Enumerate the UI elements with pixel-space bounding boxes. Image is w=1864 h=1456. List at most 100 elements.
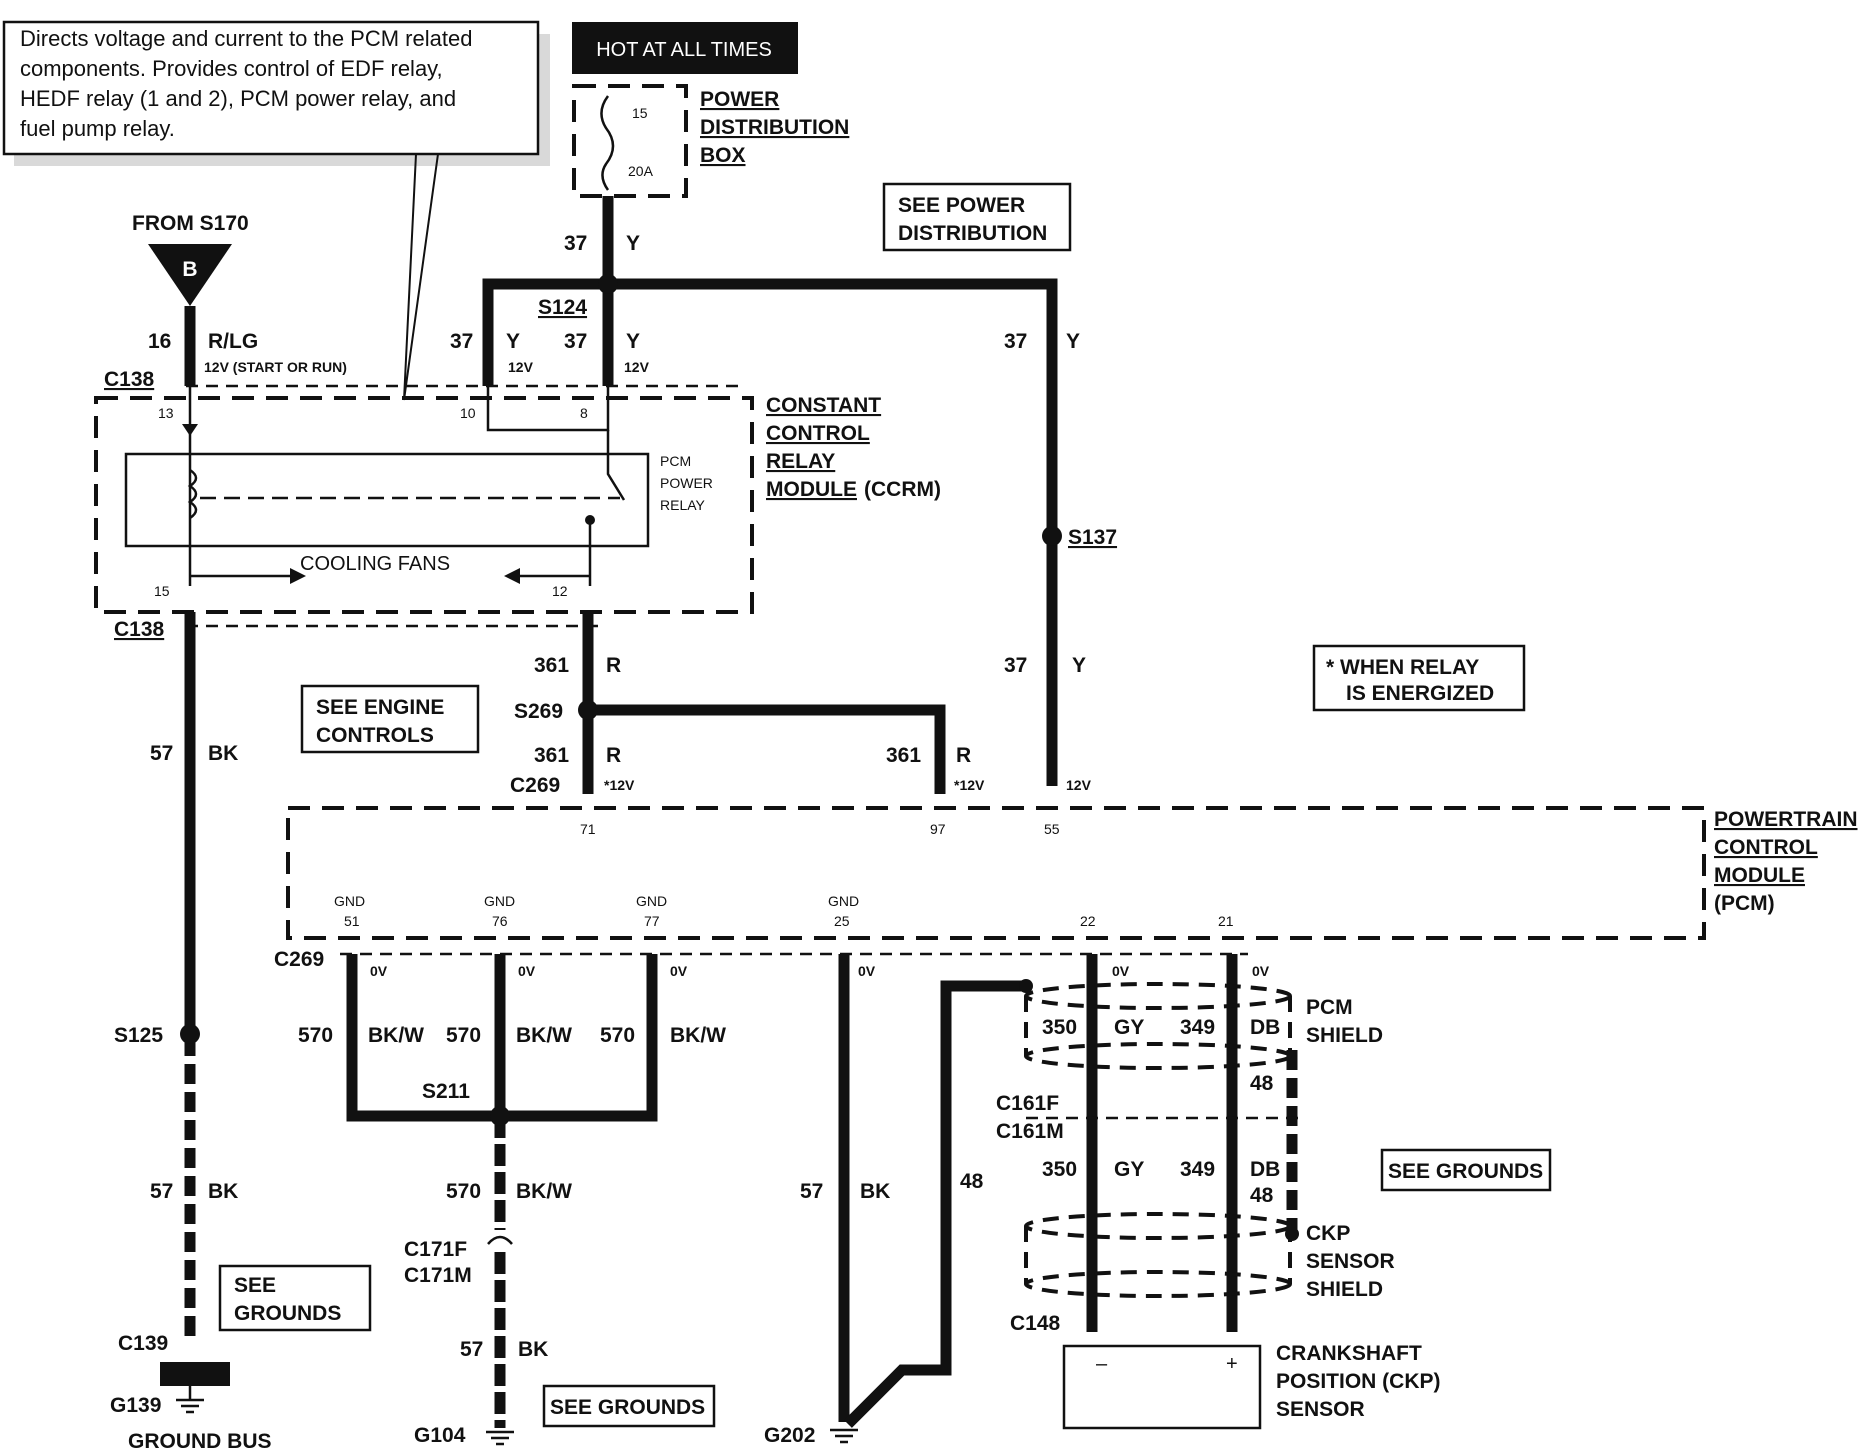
splice-s124-label: S124 — [538, 296, 587, 319]
callout-line-4: fuel pump relay. — [20, 116, 175, 141]
wire-349-label-1: 349 — [1180, 1016, 1215, 1039]
wire-48-label-1: 48 — [960, 1170, 984, 1193]
voltage-start-run: 12V (START OR RUN) — [204, 359, 347, 375]
ccrm-pin8: 8 — [580, 405, 588, 421]
fuse-icon — [600, 95, 615, 191]
cooling-fans-arrowhead-left — [504, 568, 520, 584]
splice-s137-label: S137 — [1068, 526, 1117, 549]
wire-37-label-pin10: 37 — [450, 330, 473, 353]
wire-bk-label-3: BK — [518, 1338, 548, 1361]
see-grounds-box-right — [1380, 1148, 1552, 1192]
wire-bkw-label-1: BK/W — [368, 1024, 424, 1047]
callout-line-2: components. Provides control of EDF rela… — [20, 56, 443, 81]
ground-g202-label: G202 — [764, 1424, 815, 1447]
callout-line-3: HEDF relay (1 and 2), PCM power relay, a… — [20, 86, 456, 111]
wire-361-label-1: 361 — [534, 654, 569, 677]
splice-s211 — [490, 1106, 510, 1126]
see-engine-controls-line2: CONTROLS — [316, 724, 434, 747]
wire-bkw-label-2: BK/W — [516, 1024, 572, 1047]
see-grounds-box-middle — [542, 1384, 716, 1428]
see-power-distribution-box — [882, 182, 1072, 252]
wire-350-label-1: 350 — [1042, 1016, 1077, 1039]
voltage-0v-25: 0V — [858, 963, 876, 979]
ccrm-relay-block — [124, 452, 650, 548]
callout-note: Directs voltage and current to the PCM r… — [2, 20, 550, 401]
power-distribution-box-line2: DISTRIBUTION — [700, 116, 849, 139]
connector-c161m: C161M — [996, 1120, 1064, 1143]
wire-570-label-1: 570 — [298, 1024, 333, 1047]
ccrm-title-1: CONSTANT — [766, 394, 881, 417]
wire-bk-label-2: BK — [208, 1180, 238, 1203]
ccrm-relay-label-1: PCM — [660, 453, 691, 469]
pcm-gnd-25: GND — [828, 893, 859, 909]
pcm-outline — [286, 806, 1706, 940]
ckp-shield-line1: CKP — [1306, 1222, 1350, 1245]
ccrm-title-4: MODULE — [766, 478, 857, 501]
ground-bus-block — [160, 1362, 230, 1386]
wire-37-label-right: 37 — [1004, 330, 1027, 353]
see-grounds-left-line1: SEE — [234, 1274, 276, 1297]
ccrm-relay-label-2: POWER — [660, 475, 713, 491]
ckp-sensor-line2: POSITION (CKP) — [1276, 1370, 1441, 1393]
cooling-fans-arrowhead-right — [290, 568, 306, 584]
pcm-title-3: MODULE — [1714, 864, 1805, 887]
wire-y-label-right-lower: Y — [1072, 654, 1086, 677]
pcm-pin97: 97 — [930, 821, 946, 837]
ground-g104-label: G104 — [414, 1424, 466, 1447]
wire-57-label-4: 57 — [800, 1180, 823, 1203]
see-grounds-middle: SEE GROUNDS — [550, 1396, 705, 1419]
ccrm-diode-icon — [182, 424, 198, 436]
fuse-rating: 20A — [628, 163, 654, 179]
pcm-pin71: 71 — [580, 821, 596, 837]
ckp-plus: + — [1226, 1353, 1238, 1375]
ccrm-pin10-pin8-trace — [486, 386, 610, 432]
ccrm-pin12: 12 — [552, 583, 568, 599]
wire-57-label-1: 57 — [150, 742, 173, 765]
wire-48-drain — [844, 980, 1026, 1428]
wire-db-label-1: DB — [1250, 1016, 1280, 1039]
voltage-pin8: 12V — [624, 359, 650, 375]
pcm-pin25: 25 — [834, 913, 850, 929]
pcm-gnd-51: GND — [334, 893, 365, 909]
pcm-shield-outline — [1024, 982, 1292, 1070]
wire-361-label-2: 361 — [534, 744, 569, 767]
wire-57-label-3: 57 — [460, 1338, 483, 1361]
connector-c139: C139 — [118, 1332, 168, 1355]
pcm-shield-line1: PCM — [1306, 996, 1353, 1019]
pcm-pin21: 21 — [1218, 913, 1234, 929]
connector-c171f: C171F — [404, 1238, 467, 1261]
wire-361-r-branch — [588, 704, 946, 794]
wire-570-label-4: 570 — [446, 1180, 481, 1203]
callout-pointer — [403, 153, 440, 401]
ccrm-pin13: 13 — [158, 405, 174, 421]
callout-line-1: Directs voltage and current to the PCM r… — [20, 26, 472, 51]
connector-c171m: C171M — [404, 1264, 472, 1287]
ground-bus-label: GROUND BUS — [128, 1430, 272, 1453]
pcm-gnd-77: GND — [636, 893, 667, 909]
see-grounds-left-line2: GROUNDS — [234, 1302, 341, 1325]
connector-b-triangle — [148, 244, 232, 306]
see-engine-controls-box — [300, 684, 480, 754]
splice-s211-label: S211 — [422, 1080, 470, 1103]
wire-y-label-right: Y — [1066, 330, 1080, 353]
wire-gy-label-2: GY — [1114, 1158, 1144, 1181]
splice-s269-label: S269 — [514, 700, 563, 723]
wire-r-label-2: R — [606, 744, 621, 767]
wire-r-label-3: R — [956, 744, 971, 767]
ccrm-relay-label-3: RELAY — [660, 497, 706, 513]
ground-g104-icon — [486, 1430, 514, 1446]
ccrm-relay-switch — [606, 430, 626, 501]
ckp-shield-line3: SHIELD — [1306, 1278, 1383, 1301]
ccrm-title-2: CONTROL — [766, 422, 870, 445]
see-grounds-right: SEE GROUNDS — [1388, 1160, 1543, 1183]
wire-48-label-3: 48 — [1250, 1184, 1274, 1207]
when-relay-energized-box — [1312, 644, 1526, 712]
wire-bkw-label-4: BK/W — [516, 1180, 572, 1203]
hot-at-all-times-label: HOT AT ALL TIMES — [596, 39, 772, 61]
fuse-number: 15 — [632, 105, 648, 121]
when-relay-line1: * WHEN RELAY — [1326, 656, 1479, 679]
voltage-0v-21: 0V — [1252, 963, 1270, 979]
voltage-pin97: *12V — [954, 777, 985, 793]
pcm-title-1: POWERTRAIN — [1714, 808, 1858, 831]
wire-y-label-pin10: Y — [506, 330, 520, 353]
